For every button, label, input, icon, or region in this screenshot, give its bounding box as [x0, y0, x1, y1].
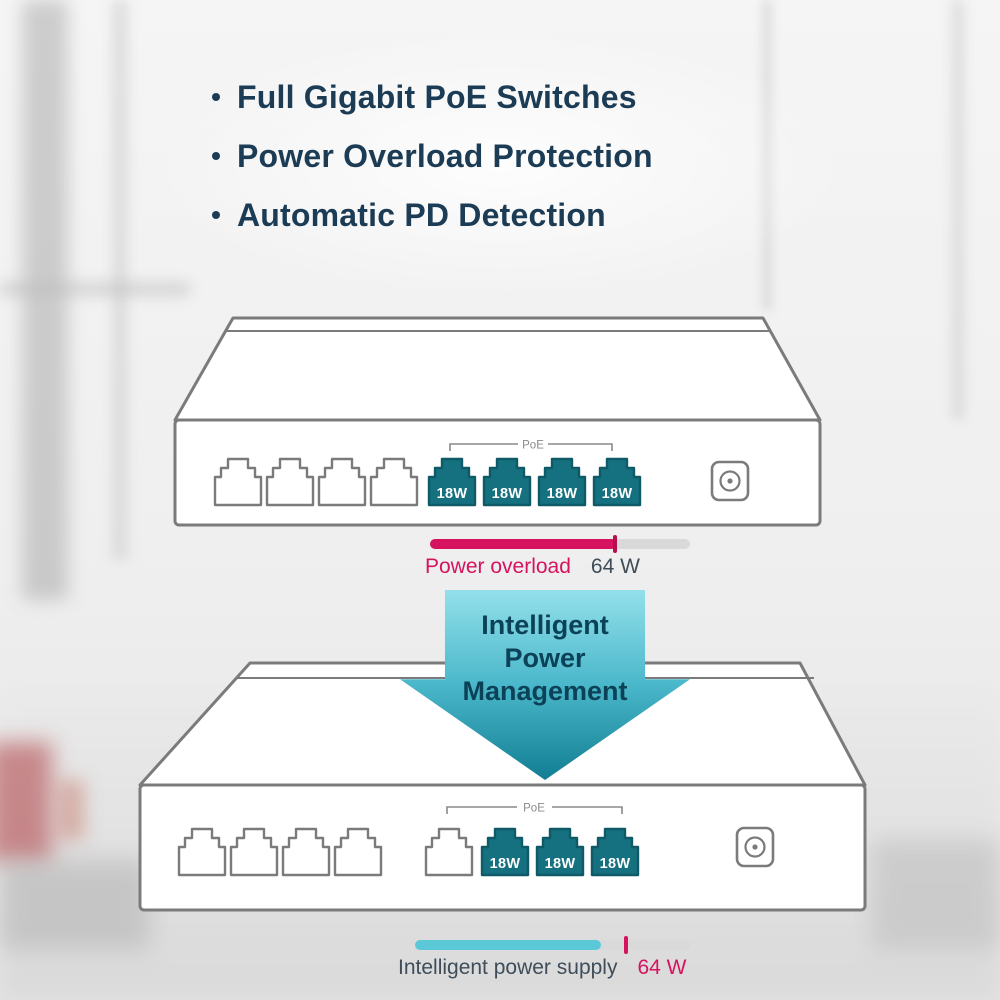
bar-fill [415, 940, 601, 950]
ethernet-port [369, 457, 419, 507]
rj45-port-icon [537, 457, 587, 507]
feature-text: Power Overload Protection [237, 138, 653, 174]
bar-label: Intelligent power supply [398, 956, 618, 979]
rj45-port-icon [592, 457, 642, 507]
bar-value: 64 W [590, 555, 640, 578]
arrow-caption-line: Intelligent [481, 610, 609, 640]
poe-group-label: PoE [522, 440, 544, 452]
poe-port-wattage-label: 18W [544, 856, 576, 872]
intelligent-power-bar [415, 936, 690, 954]
power-overload-bar [430, 535, 690, 553]
rj45-port-icon [317, 457, 367, 507]
rj45-port-icon [333, 827, 383, 877]
rj45-port-icon [424, 827, 474, 877]
ethernet-port [229, 827, 279, 877]
limit-marker [624, 936, 628, 954]
poe-port-wattage-label: 18W [546, 486, 578, 502]
poe-port-wattage-label: 18W [491, 486, 523, 502]
bar-fill [430, 539, 617, 549]
poe-port-wattage-label: 18W [436, 486, 468, 502]
feature-text: Full Gigabit PoE Switches [237, 79, 637, 115]
rj45-port-icon [229, 827, 279, 877]
rj45-port-icon [177, 827, 227, 877]
poe-port: 18W [427, 457, 477, 507]
poe-port: 18W [590, 827, 640, 877]
feature-item: Power Overload Protection [212, 137, 653, 175]
bar-label: Power overload [425, 555, 571, 578]
ethernet-port [424, 827, 474, 877]
background-blur-shape [0, 282, 190, 296]
feature-text: Automatic PD Detection [237, 197, 606, 233]
arrow-caption-line: Management [462, 676, 628, 706]
background-blur-shape [112, 0, 128, 560]
rj45-port-icon [213, 457, 263, 507]
background-blur-shape [762, 0, 772, 310]
ethernet-port [317, 457, 367, 507]
bullet-icon [212, 93, 220, 101]
poe-group-bracket: PoE [446, 803, 623, 815]
rj45-port-icon [369, 457, 419, 507]
background-blur-shape [952, 0, 964, 420]
poe-group-label: PoE [523, 803, 545, 815]
ethernet-port [265, 457, 315, 507]
power-overload-caption: Power overload 64 W [425, 555, 640, 579]
background-blur-shape [0, 742, 52, 862]
poe-port: 18W [537, 457, 587, 507]
bullet-icon [212, 152, 220, 160]
intelligent-power-caption: Intelligent power supply 64 W [398, 956, 686, 980]
background-blur-shape [58, 780, 84, 840]
ethernet-port [333, 827, 383, 877]
poe-port: 18W [480, 827, 530, 877]
rj45-port-icon [482, 457, 532, 507]
arrow-caption-line: Power [504, 643, 586, 673]
poe-port: 18W [592, 457, 642, 507]
power-jack-icon [710, 460, 750, 502]
background-blur-shape [22, 0, 68, 600]
rj45-port-icon [427, 457, 477, 507]
poe-port: 18W [535, 827, 585, 877]
poe-port: 18W [482, 457, 532, 507]
rj45-port-icon [265, 457, 315, 507]
power-jack-icon [735, 826, 775, 868]
feature-item: Automatic PD Detection [212, 196, 653, 234]
bullet-icon [212, 211, 220, 219]
poe-group-bracket: PoE [449, 440, 613, 452]
poe-port-wattage-label: 18W [489, 856, 521, 872]
poe-port-wattage-label: 18W [599, 856, 631, 872]
ethernet-port [281, 827, 331, 877]
bar-value: 64 W [637, 956, 687, 979]
ethernet-port [213, 457, 263, 507]
limit-marker [613, 535, 617, 553]
poe-port-wattage-label: 18W [601, 486, 633, 502]
rj45-port-icon [281, 827, 331, 877]
feature-item: Full Gigabit PoE Switches [212, 78, 653, 116]
ethernet-port [177, 827, 227, 877]
feature-list: Full Gigabit PoE Switches Power Overload… [212, 78, 653, 255]
